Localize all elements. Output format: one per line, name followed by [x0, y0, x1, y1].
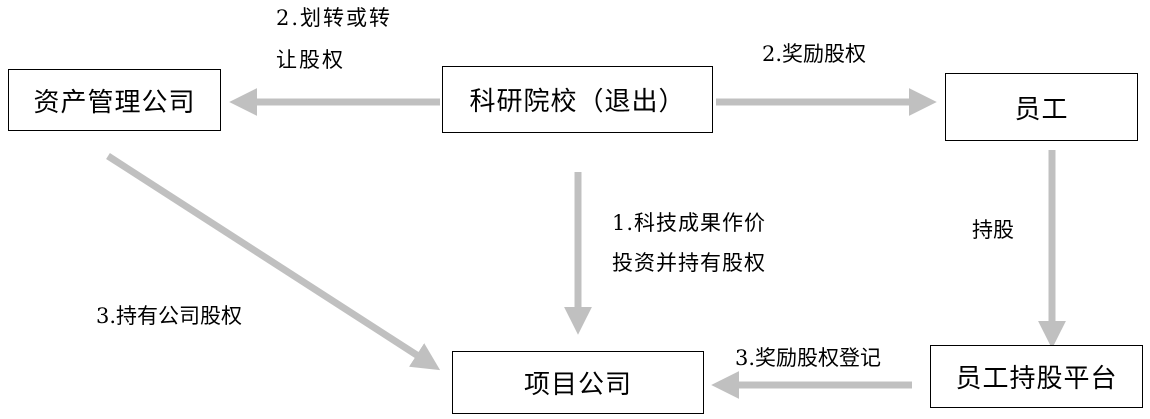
node-asset-management-label: 资产管理公司: [33, 87, 196, 118]
label-invest: 1.科技成果作价 投资并持有股权: [612, 205, 766, 281]
node-staff-label: 员工: [1014, 94, 1069, 125]
node-project-label: 项目公司: [523, 370, 632, 400]
label-transfer: 2.划转或转 让股权: [276, 0, 392, 78]
node-institute-label: 科研院校（退出）: [469, 87, 686, 117]
label-hold-text: 持股: [972, 218, 1014, 242]
label-reward-text: 2.奖励股权: [762, 42, 867, 66]
node-staff: 员工: [945, 73, 1138, 141]
label-reward: 2.奖励股权: [762, 36, 866, 72]
node-project: 项目公司: [452, 351, 704, 414]
label-register: 3.奖励股权登记: [735, 340, 881, 376]
label-register-text: 3.奖励股权登记: [735, 346, 882, 370]
node-asset-management: 资产管理公司: [8, 69, 221, 131]
label-hold-equity: 3.持有公司股权: [96, 298, 242, 334]
arrow-hold-equity: [106, 153, 441, 371]
label-invest-line2: 投资并持有股权: [612, 251, 766, 275]
node-esop-platform: 员工持股平台: [930, 345, 1143, 408]
label-invest-line1: 1.科技成果作价: [612, 211, 767, 235]
label-transfer-line1: 2.划转或转: [276, 6, 393, 30]
label-hold: 持股: [972, 212, 1014, 248]
label-hold-equity-text: 3.持有公司股权: [96, 304, 243, 328]
node-esop-platform-label: 员工持股平台: [955, 364, 1118, 394]
label-transfer-line2: 让股权: [276, 48, 345, 72]
node-institute: 科研院校（退出）: [442, 66, 713, 133]
